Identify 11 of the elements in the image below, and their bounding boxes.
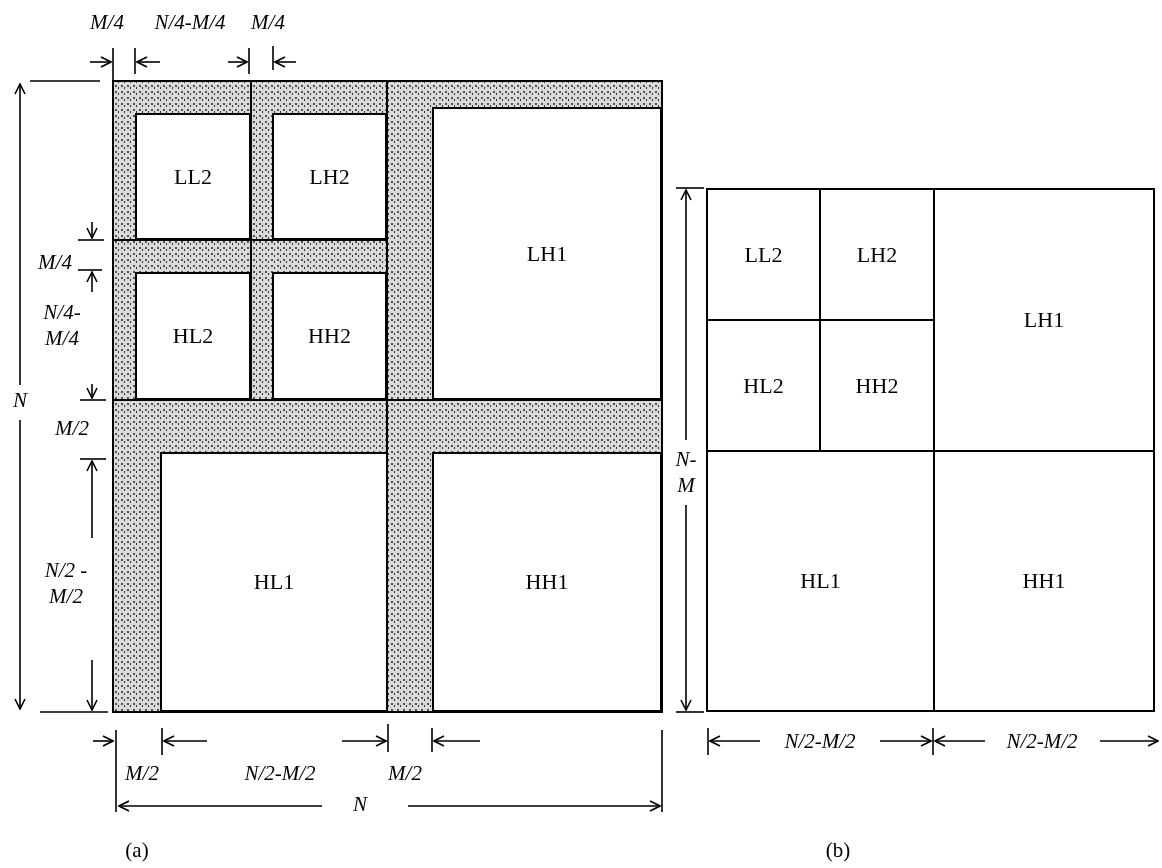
subband-box: HL1 [160,452,388,712]
subband-box: HH1 [933,450,1155,712]
subband-box: LH2 [272,113,387,240]
subband-box: LL2 [706,188,821,321]
subband-box: HH2 [272,272,387,400]
subband-box: HL1 [706,450,935,712]
subband-box: LH1 [432,107,662,400]
subband-box: LL2 [135,113,251,240]
subband-box: HL2 [135,272,251,400]
subband-box: HH1 [432,452,662,712]
subband-box: LH1 [933,188,1155,452]
